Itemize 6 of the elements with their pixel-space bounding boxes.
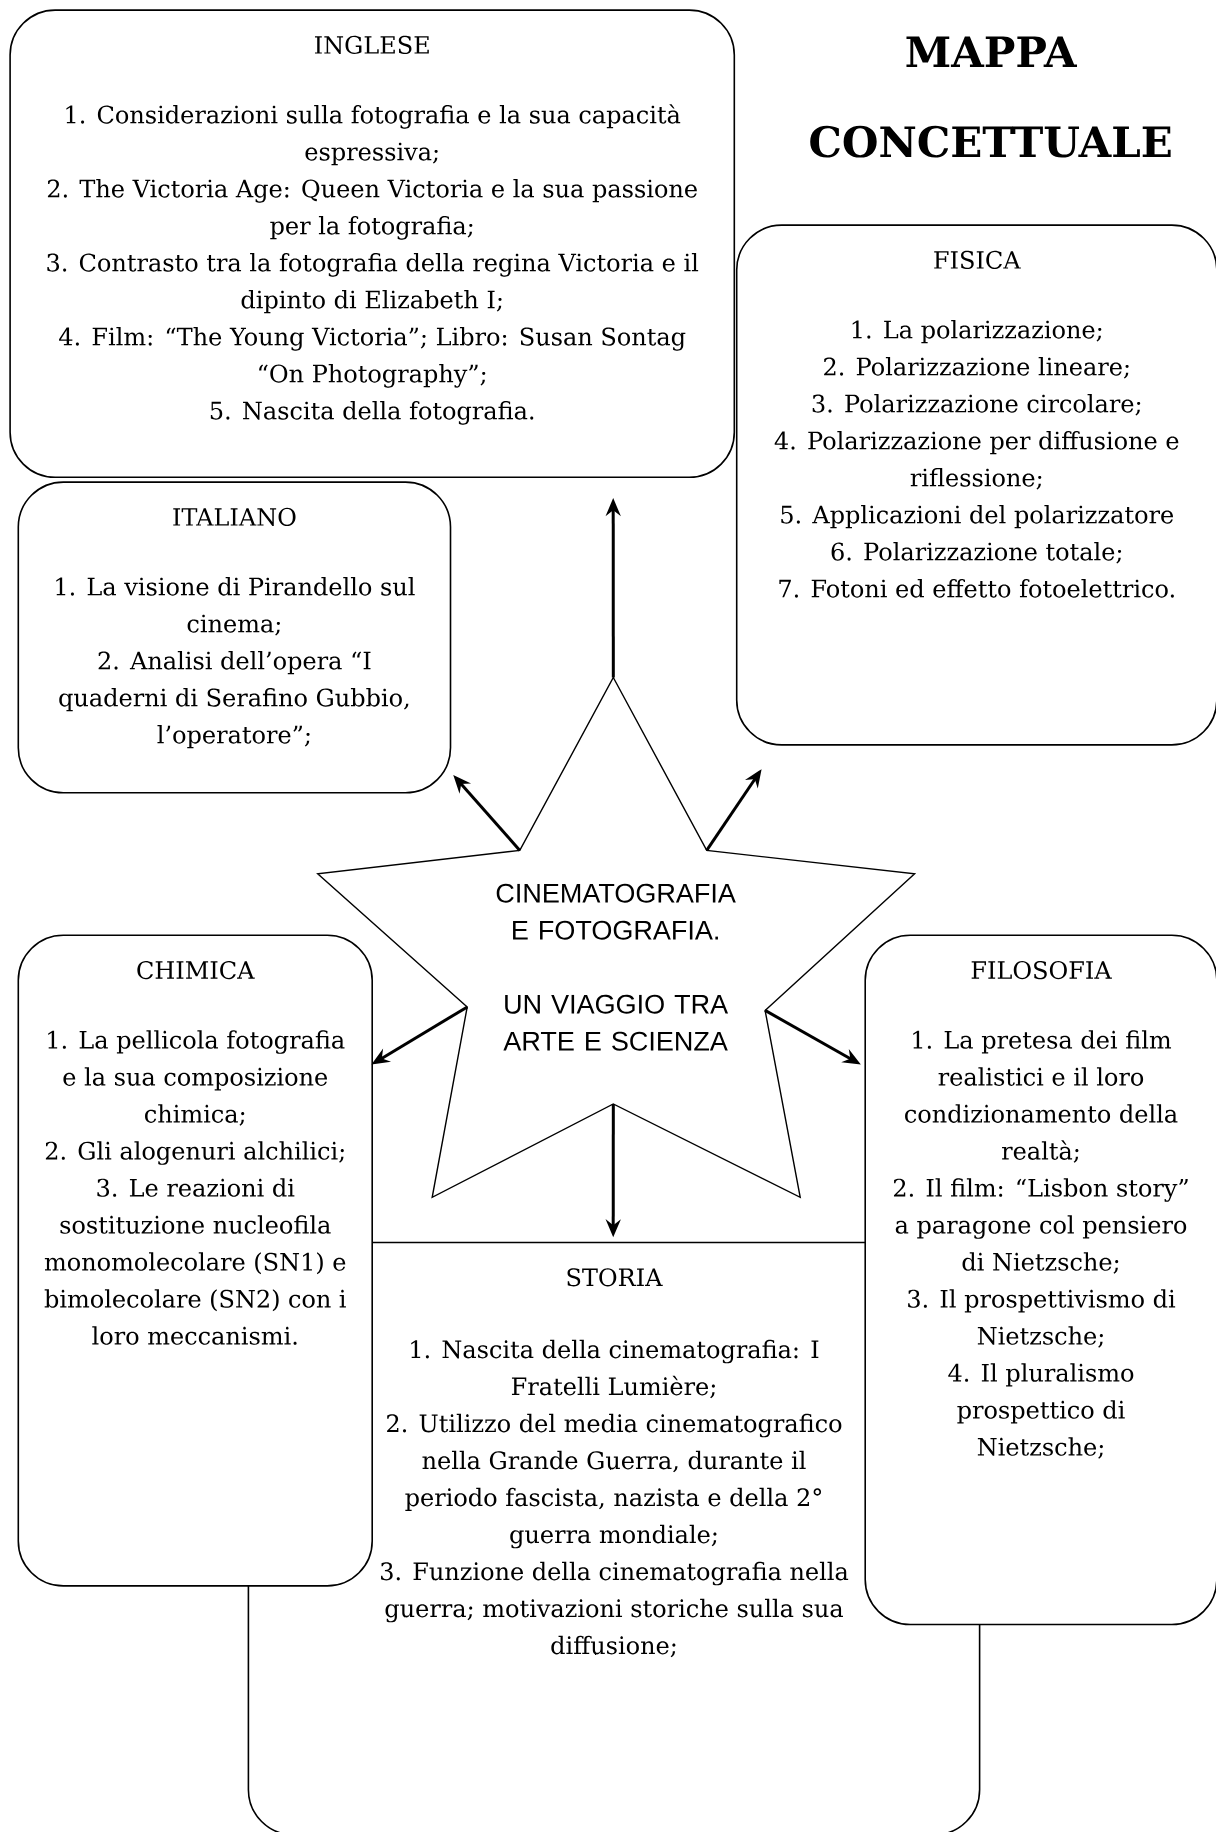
topic-box: ITALIANO 1. La visione di Pirandello sul cinema; 2. Analisi dell’opera “I quaderni di Serafino Gubbio, l’operatore”;: [17, 481, 452, 794]
topic-box: CHIMICA 1. La pellicola fotografia e la sua composizione chimica; 2. Gli alogenuri alchilici; 3. Le reazioni di sostituzione nucleofila monomolecolare (SN1) e bimolecolare (SN2) con i loro meccanismi.: [17, 934, 373, 1587]
topic-box: INGLESE 1. Considerazioni sulla fotografia e la sua capacità espressiva; 2. The Victoria Age: Queen Victoria e la sua passione per la fotografia; 3. Contrasto tra la fotografia della regina Victoria e il dipinto di Elizabeth I; 4. Film: “The Young Victoria”; Libro: Susan Sontag “On Photography”; 5. Nascita della fotografia.: [9, 9, 736, 479]
title: MAPPA CONCETTUALE: [810, 36, 1171, 158]
topic-box: FISICA 1. La polarizzazione; 2. Polarizzazione lineare; 3. Polarizzazione circolare; 4. Polarizzazione per diffusione e riflessione; 5. Applicazioni del polarizzatore 6. Polarizzazione totale; 7. Fotoni ed effetto fotoelettrico.: [735, 224, 1216, 746]
topic-box: FILOSOFIA 1. La pretesa dei film realistici e il loro condizionamento della realtà; 2. Il film: “Lisbon story” a paragone col pensiero di Nietzsche; 3. Il prospettivismo di Nietzsche; 4. Il pluralismo prospettico di Nietzsche;: [864, 934, 1216, 1626]
